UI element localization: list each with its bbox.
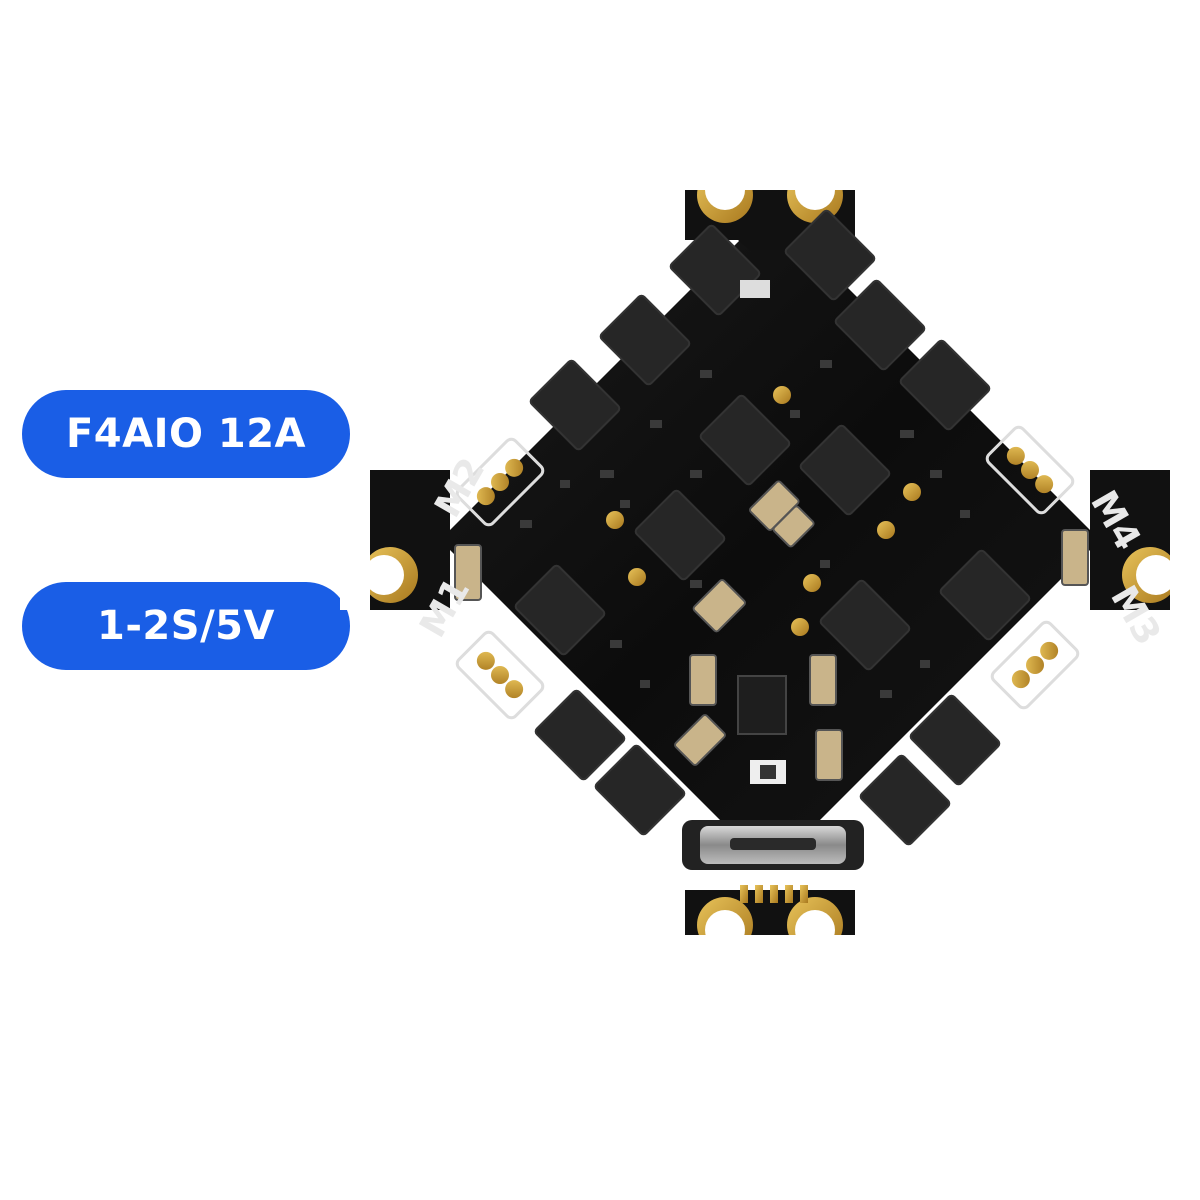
mounting-holes bbox=[340, 160, 1200, 965]
motor-connectors bbox=[455, 425, 1080, 720]
regulator-chip bbox=[737, 675, 787, 784]
model-label: F4AIO 12A bbox=[65, 411, 307, 457]
capacitors bbox=[454, 480, 1089, 781]
small-components bbox=[520, 280, 970, 698]
voltage-badge: 1-2S/5V bbox=[22, 582, 350, 670]
model-badge: F4AIO 12A bbox=[22, 390, 350, 478]
mosfet-chips bbox=[514, 209, 1031, 846]
voltage-label: 1-2S/5V bbox=[97, 603, 275, 649]
usb-connector bbox=[682, 820, 864, 903]
test-points bbox=[606, 386, 921, 636]
